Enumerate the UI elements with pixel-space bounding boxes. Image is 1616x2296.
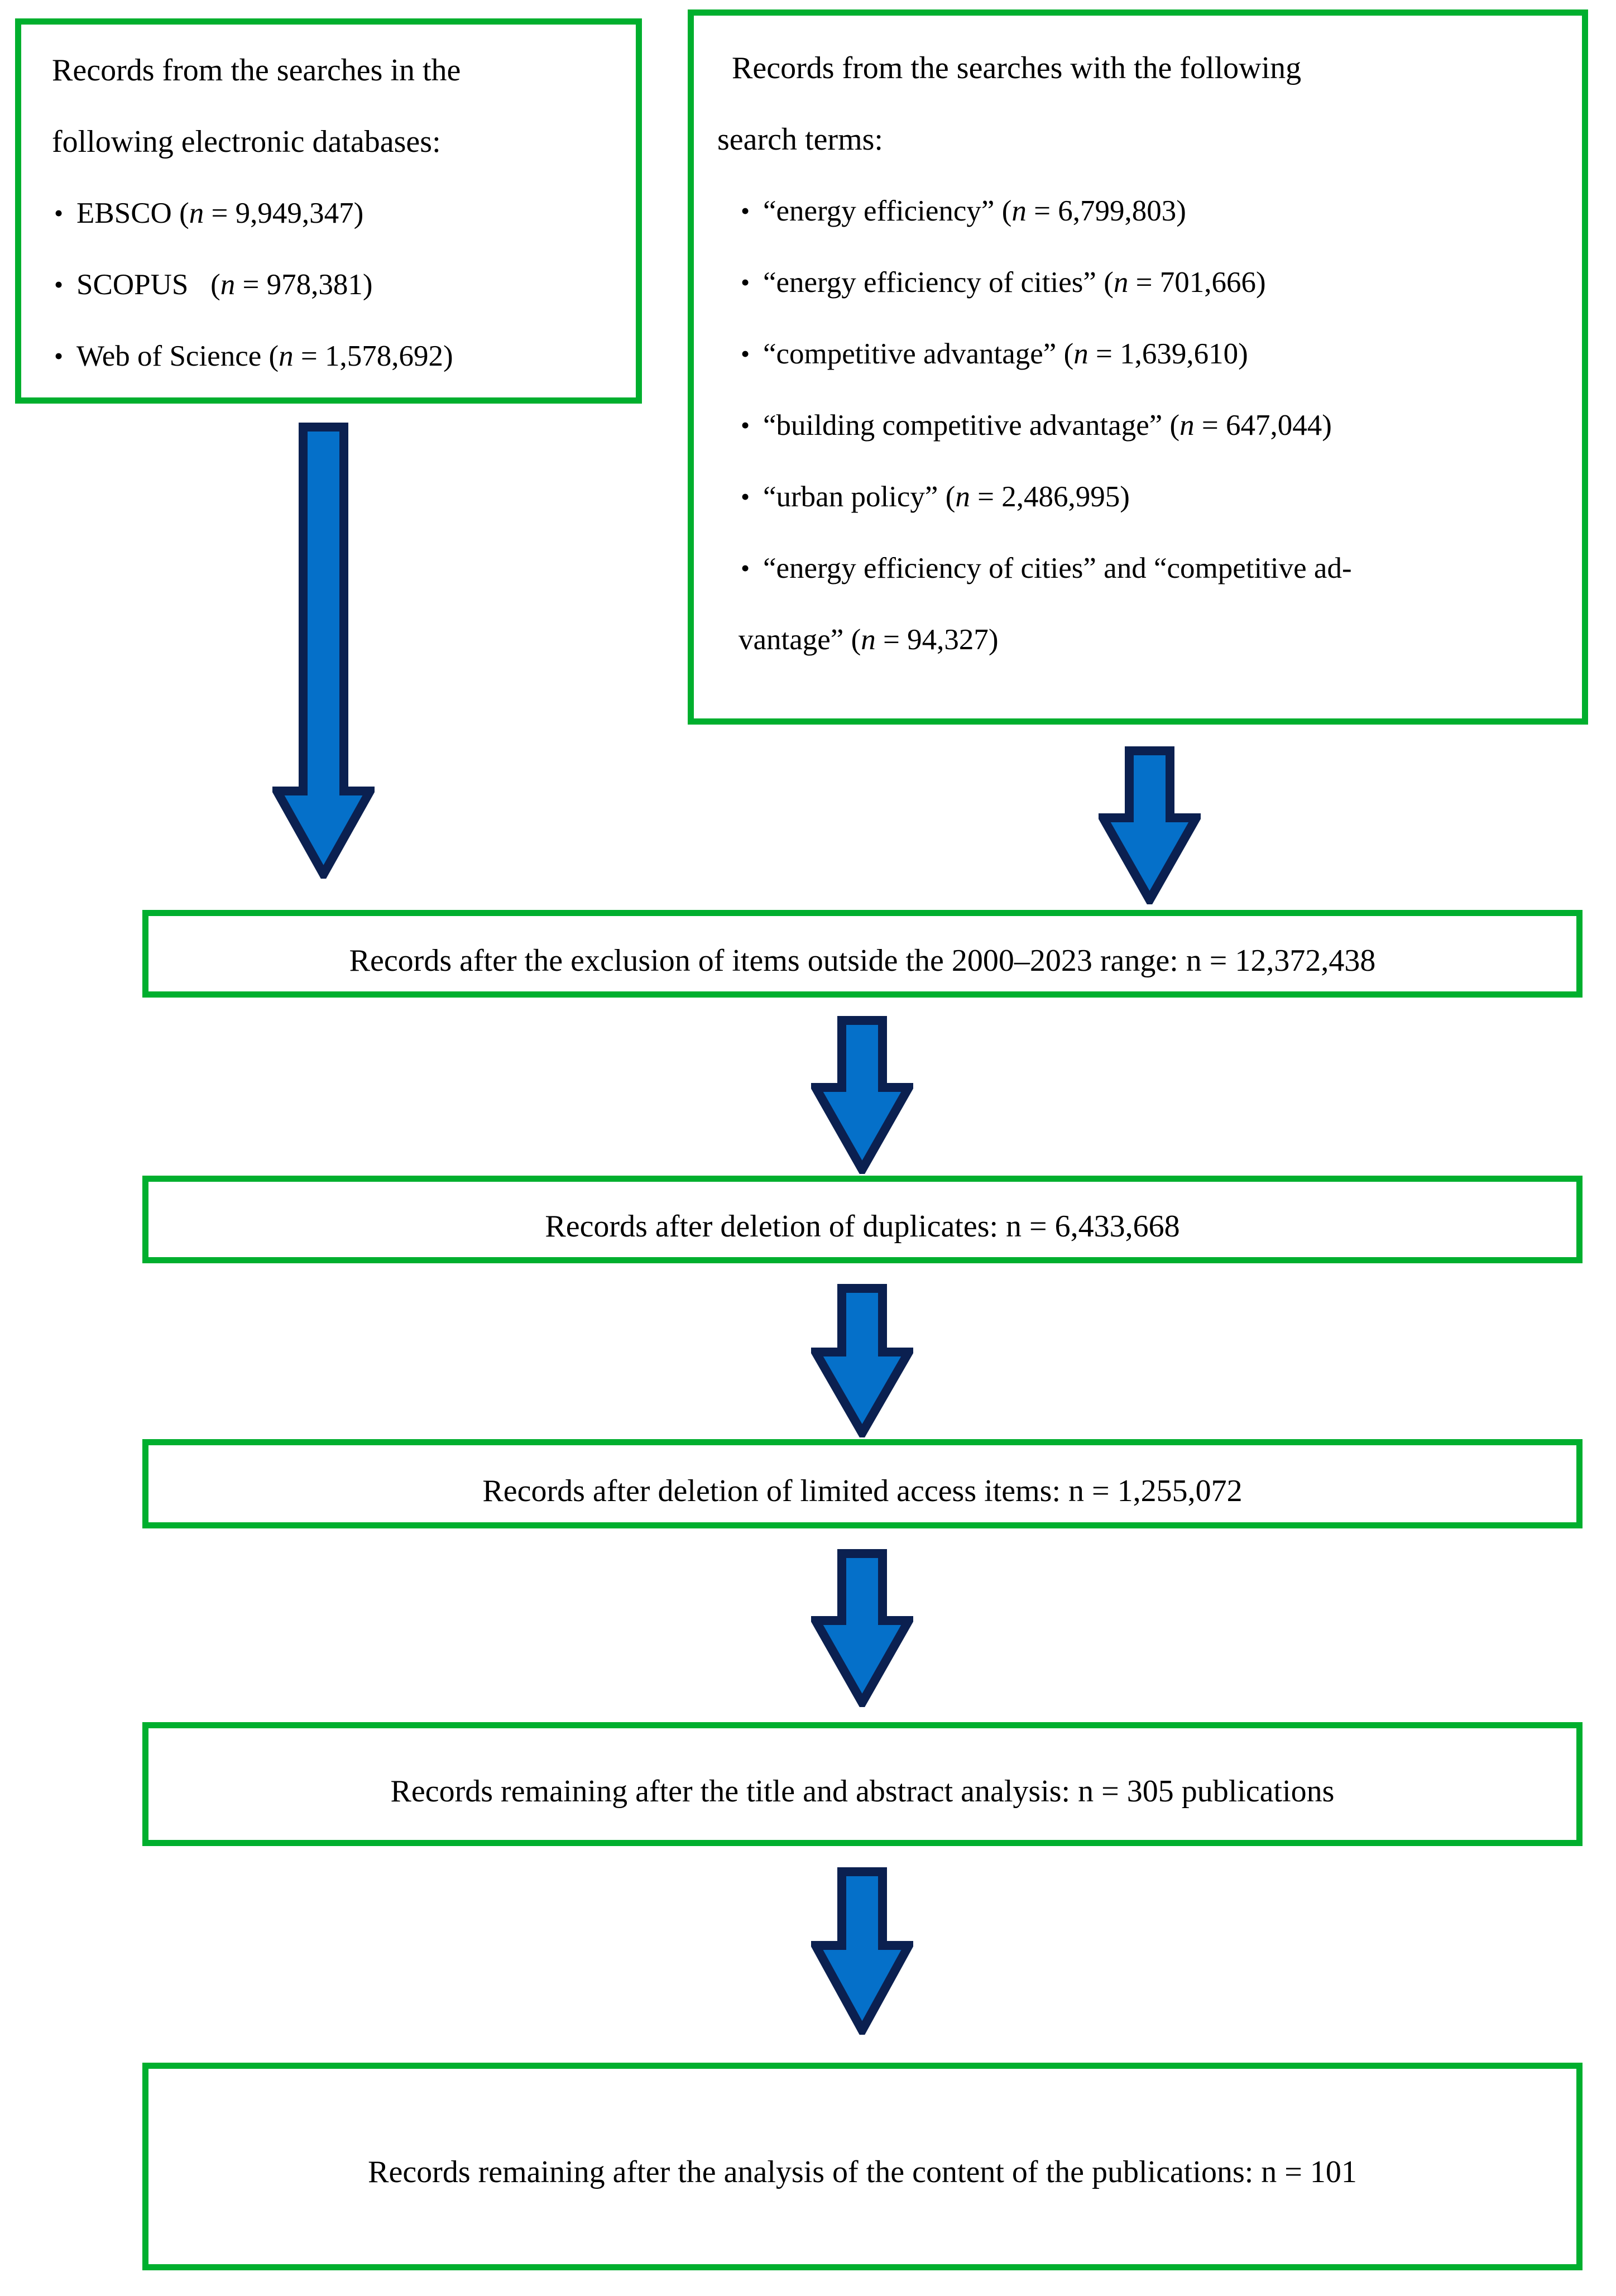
databases-heading-line-2: following electronic databases:	[52, 124, 441, 159]
count-paren-open: (	[945, 481, 956, 513]
n-symbol: n	[861, 624, 876, 656]
stage-label: Records remaining after the analysis of …	[368, 2155, 1357, 2189]
database-name: SCOPUS	[76, 269, 189, 301]
stage-box-duplicates: Records after deletion of duplicates: n …	[142, 1176, 1583, 1263]
count-paren-open: (	[268, 340, 279, 372]
stage-label: Records after deletion of limited access…	[482, 1474, 1243, 1508]
count-value: = 701,666)	[1128, 266, 1266, 299]
count-value: = 978,381)	[235, 269, 373, 301]
n-symbol: n	[279, 340, 294, 372]
list-item: “energy efficiency of cities” (n = 701,6…	[739, 247, 1573, 318]
count-paren-open: (	[1063, 338, 1074, 370]
n-symbol: n	[189, 197, 204, 229]
arrow-searchterms-to-daterange	[1099, 746, 1201, 904]
stage-box-title-abstract: Records remaining after the title and ab…	[142, 1722, 1583, 1846]
database-name: Web of Science	[76, 340, 262, 372]
stage-label: Records after deletion of duplicates: n …	[545, 1209, 1180, 1244]
count-value: = 9,949,347)	[204, 197, 364, 229]
search-term: “energy efficiency”	[763, 195, 995, 227]
search-term-continuation: vantage”	[739, 624, 844, 656]
search-term: “energy efficiency of cities”	[763, 266, 1096, 299]
count-value: = 647,044)	[1194, 409, 1332, 442]
n-symbol: n	[1113, 266, 1129, 299]
databases-source-box: Records from the searches in the followi…	[15, 18, 642, 404]
stage-box-content-analysis: Records remaining after the analysis of …	[142, 2063, 1583, 2270]
count-paren-open: (	[1169, 409, 1180, 442]
arrow-limited-to-titleabstract	[811, 1549, 913, 1707]
stage-box-date-range: Records after the exclusion of items out…	[142, 910, 1583, 998]
arrow-daterange-to-duplicates	[811, 1016, 913, 1174]
list-item: “energy efficiency of cities” and “compe…	[739, 533, 1573, 604]
search-term: “competitive advantage”	[763, 338, 1057, 370]
search-term: “energy efficiency of cities” and “compe…	[763, 552, 1352, 584]
list-item: “urban policy” (n = 2,486,995)	[739, 461, 1573, 533]
n-symbol: n	[1073, 338, 1088, 370]
count-paren-open: (	[179, 197, 189, 229]
search-terms-heading-line-1: Records from the searches with the follo…	[732, 51, 1302, 85]
arrow-databases-to-daterange	[272, 423, 375, 879]
n-symbol: n	[955, 481, 970, 513]
search-terms-heading-line-2: search terms:	[717, 122, 883, 157]
n-symbol: n	[220, 269, 236, 301]
list-item: “energy efficiency” (n = 6,799,803)	[739, 175, 1573, 247]
database-name: EBSCO	[76, 197, 172, 229]
count-paren-open: (	[1001, 195, 1012, 227]
search-terms-list: “energy efficiency” (n = 6,799,803) “ene…	[739, 175, 1573, 675]
list-item: “building competitive advantage” (n = 64…	[739, 390, 1573, 461]
arrow-titleabstract-to-content	[811, 1867, 913, 2035]
count-paren-open: (	[210, 269, 220, 301]
count-value: = 1,639,610)	[1088, 338, 1248, 370]
count-value: = 2,486,995)	[970, 481, 1130, 513]
stage-label: Records remaining after the title and ab…	[390, 1774, 1335, 1809]
n-symbol: n	[1179, 409, 1195, 442]
search-term: “building competitive advantage”	[763, 409, 1163, 442]
search-term: “urban policy”	[763, 481, 938, 513]
count-paren-open: (	[1104, 266, 1114, 299]
list-item: Web of Science (n = 1,578,692)	[52, 320, 625, 392]
n-symbol: n	[1011, 195, 1027, 227]
stage-label: Records after the exclusion of items out…	[349, 943, 1376, 978]
count-value: = 1,578,692)	[293, 340, 453, 372]
count-paren-open: (	[851, 624, 861, 656]
databases-list: EBSCO (n = 9,949,347) SCOPUS (n = 978,38…	[52, 178, 625, 392]
list-item-continuation: vantage” (n = 94,327)	[739, 604, 1573, 675]
count-value: = 6,799,803)	[1026, 195, 1186, 227]
databases-heading-line-1: Records from the searches in the	[52, 53, 461, 88]
list-item: EBSCO (n = 9,949,347)	[52, 178, 625, 249]
stage-box-limited-access: Records after deletion of limited access…	[142, 1439, 1583, 1528]
search-terms-source-box: Records from the searches with the follo…	[688, 9, 1588, 725]
list-item: “competitive advantage” (n = 1,639,610)	[739, 318, 1573, 390]
list-item: SCOPUS (n = 978,381)	[52, 249, 625, 320]
arrow-duplicates-to-limited	[811, 1284, 913, 1437]
count-value: = 94,327)	[875, 624, 999, 656]
